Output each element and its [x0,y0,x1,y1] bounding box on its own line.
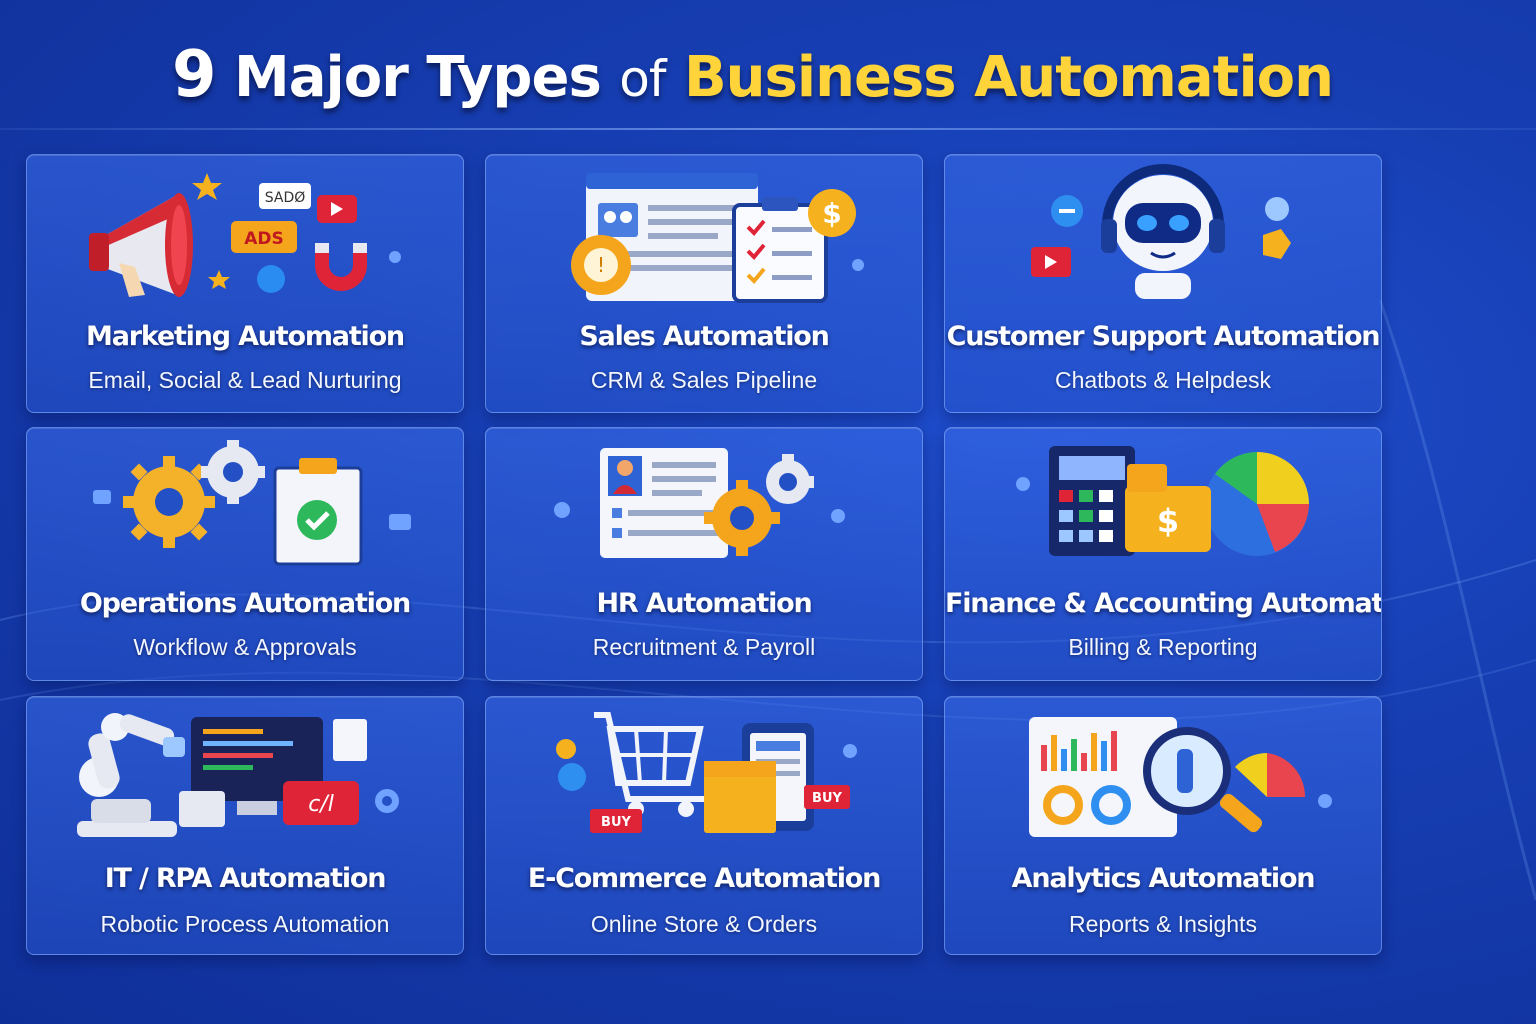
title-highlight: Business Automation [684,45,1334,110]
code-label: c/l [308,792,334,817]
card-description: Reports & Insights [1069,911,1257,937]
card-operations-automation[interactable]: Operations Automation Workflow & Approva… [26,427,464,681]
title-part2: of [619,50,666,108]
card-description: CRM & Sales Pipeline [590,367,818,393]
robot-arm-icon: c/l [77,713,399,837]
card-analytics-automation[interactable]: Analytics Automation Reports & Insights [944,696,1382,955]
card-title: IT / RPA Automation [104,863,387,894]
ads-label: ADS [244,229,284,249]
title-divider [0,128,1536,130]
buy-label: BUY [812,791,842,806]
card-description: Email, Social & Lead Nurturing [88,367,402,393]
card-ecommerce-automation[interactable]: BUY BUY E-Commerce Automation Online Sto… [485,696,923,955]
buy-label: BUY [601,815,631,830]
dollar-label: $ [1157,502,1179,540]
card-title: Analytics Automation [1011,863,1316,894]
dollar-label: $ [822,197,841,230]
card-title: Sales Automation [579,321,830,352]
profile-card-icon [554,448,845,558]
card-description: Billing & Reporting [1068,634,1258,660]
card-description: Robotic Process Automation [100,911,390,937]
title-number: 9 [172,38,217,112]
card-sales-automation[interactable]: ! $ Sales Automation CRM & Sales Pipelin… [485,154,923,413]
page-title: 9 Major Types of Business Automation [172,38,1334,118]
card-title: HR Automation [596,588,812,619]
card-title: E-Commerce Automation [527,863,881,894]
card-it-rpa-automation[interactable]: c/l IT / RPA Automation Robotic Process … [26,696,464,955]
megaphone-icon: SADØ ADS [89,173,401,297]
card-description: Chatbots & Helpdesk [1054,367,1272,393]
card-finance-accounting-automation[interactable]: $ Finance & Accounting Automation Billin… [944,427,1382,681]
title-part1: Major Types [234,45,602,110]
svg-text:!: ! [597,253,605,277]
card-marketing-automation[interactable]: SADØ ADS Marketing Automation Email, Soc… [26,154,464,413]
card-customer-support-automation[interactable]: Customer Support Automation Chatbots & H… [944,154,1382,413]
gears-clipboard-icon [93,440,411,566]
calculator-chart-icon: $ [1016,446,1309,556]
card-description: Recruitment & Payroll [592,634,816,660]
shopping-cart-icon: BUY BUY [556,712,857,833]
card-description: Online Store & Orders [590,911,818,937]
card-description: Workflow & Approvals [133,634,357,660]
card-title: Customer Support Automation [946,321,1381,352]
card-title: Finance & Accounting Automation [945,588,1382,619]
chatbot-icon [1031,164,1291,299]
card-hr-automation[interactable]: HR Automation Recruitment & Payroll [485,427,923,681]
card-title: Marketing Automation [86,321,405,352]
card-title: Operations Automation [79,588,411,619]
magnifier-chart-icon [1029,717,1332,837]
crm-dashboard-icon: ! $ [571,173,864,303]
sad-label: SADØ [265,190,306,206]
